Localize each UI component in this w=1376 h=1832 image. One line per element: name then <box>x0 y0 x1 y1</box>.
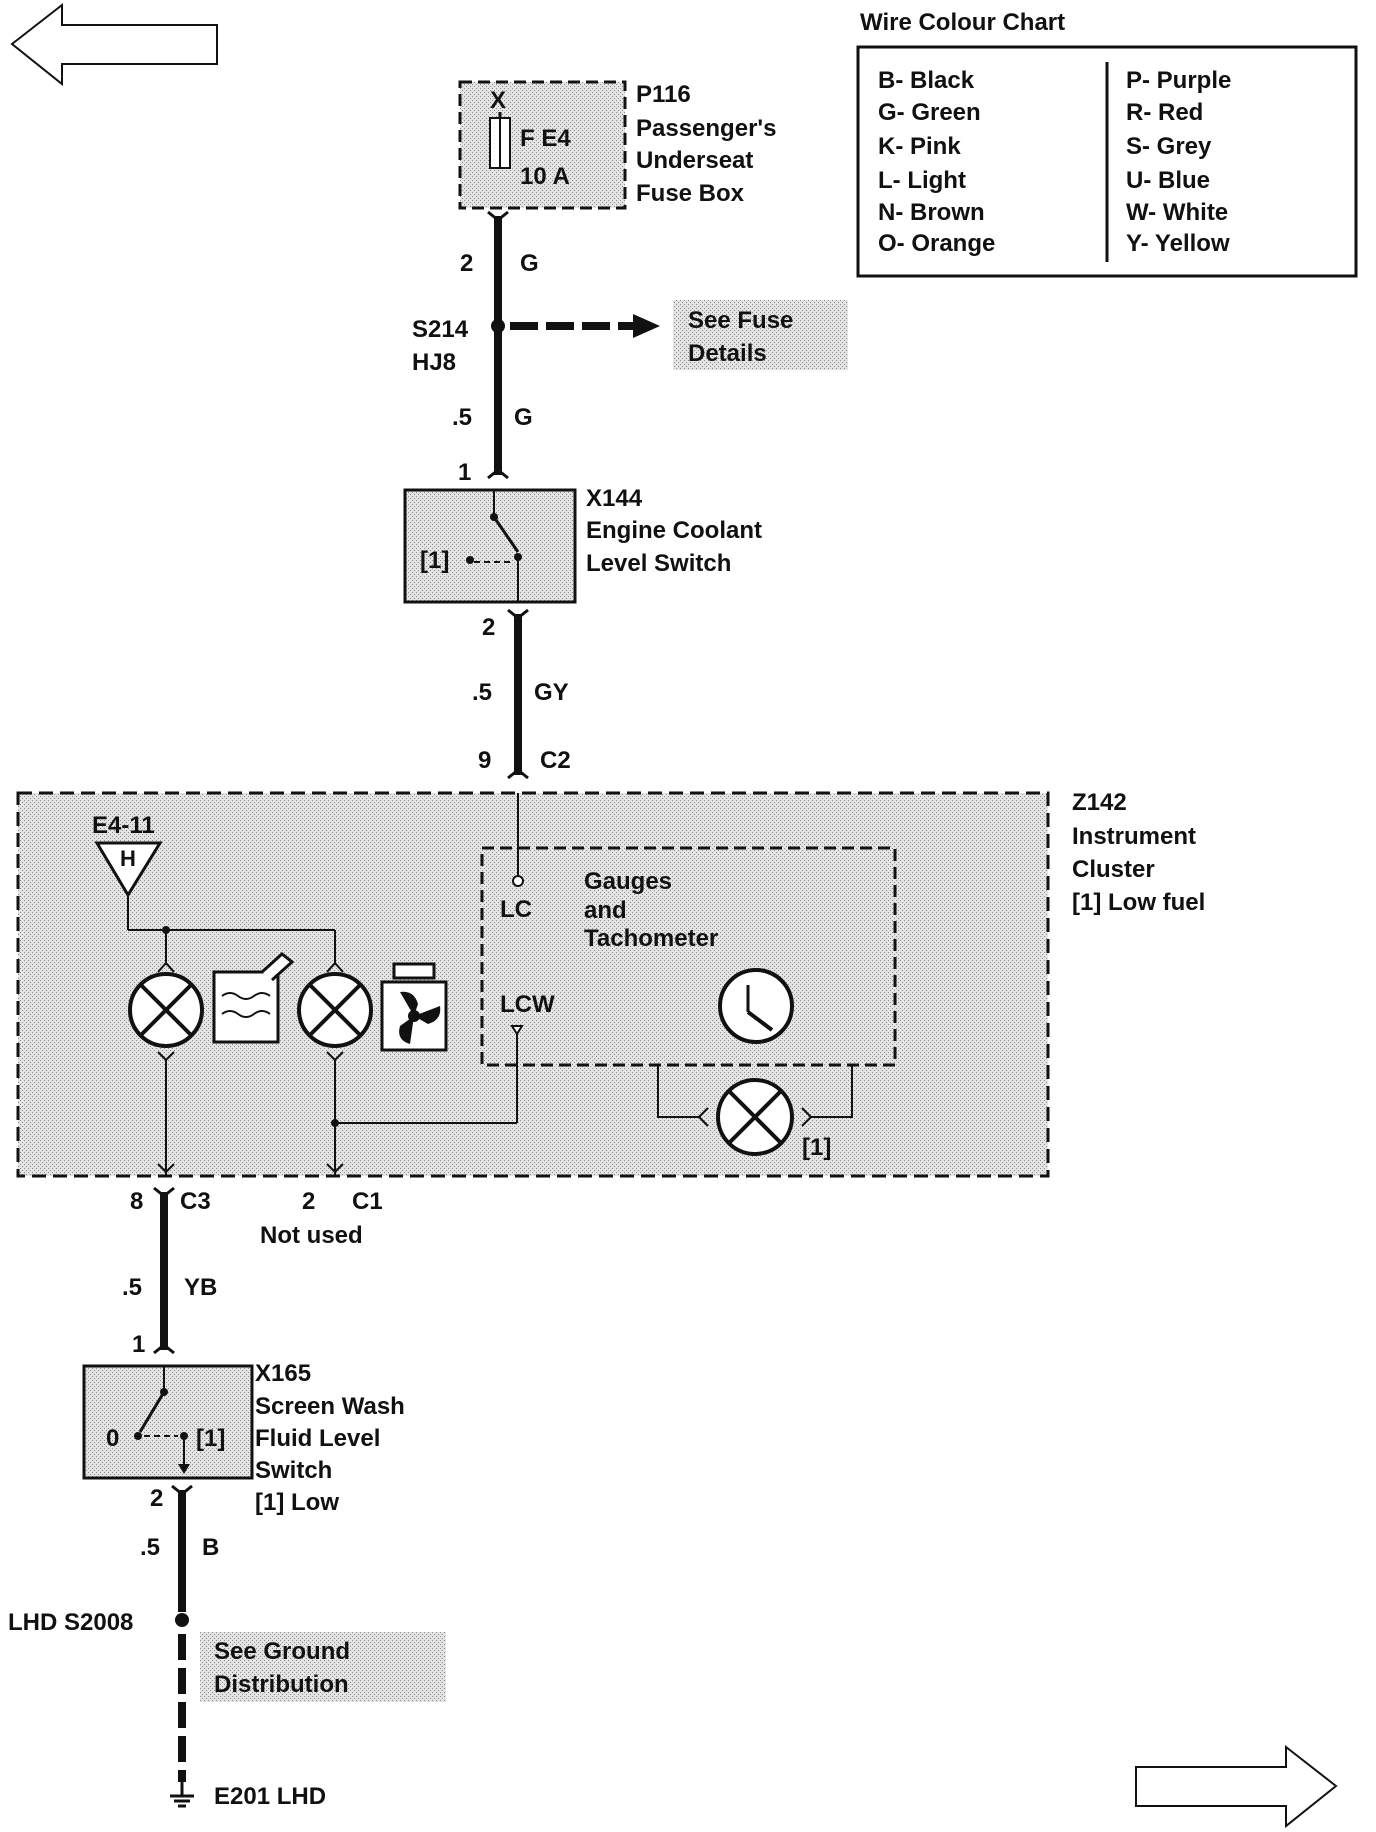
ground-label: E201 LHD <box>214 1783 326 1810</box>
x165-label-line: Fluid Level <box>255 1425 380 1452</box>
colour-left-item: G- Green <box>878 99 981 126</box>
x165-label-line: X165 <box>255 1360 311 1387</box>
lcw-terminal-label: LCW <box>500 991 555 1018</box>
colour-right-item: R- Red <box>1126 99 1203 126</box>
connector-pin-label: 2 <box>302 1188 315 1215</box>
x165-label-line: [1] Low <box>255 1489 339 1516</box>
see-fuse-details-box <box>673 300 848 370</box>
colour-right-item: W- White <box>1126 199 1228 226</box>
connector-label: C2 <box>540 747 571 774</box>
gauges-subbox <box>480 846 897 1067</box>
splice-s2008-dot <box>175 1613 189 1627</box>
splice-s214-code: HJ8 <box>412 349 456 376</box>
wire-colour-label: B <box>202 1534 219 1561</box>
power-supply-triangle <box>94 841 163 898</box>
wire-size-label: .5 <box>140 1534 160 1561</box>
colour-chart-title: Wire Colour Chart <box>860 9 1065 36</box>
warning-lamp-icon <box>128 961 204 1062</box>
colour-right-item: P- Purple <box>1126 67 1231 94</box>
connector-label: C3 <box>180 1188 211 1215</box>
wire-pin-label: 2 <box>150 1485 163 1512</box>
splice-s214-id: S214 <box>412 316 469 343</box>
instrument-cluster-z142: Z142 Instrument Cluster [1] Low fuel E4-… <box>16 789 1205 1178</box>
splice-s214-dot <box>491 319 505 333</box>
x165-position-1: [1] <box>196 1425 225 1452</box>
wire-pin-label: 1 <box>458 459 471 486</box>
wire-colour-label: G <box>514 404 533 431</box>
gauges-label-line: Gauges <box>584 868 672 895</box>
connector-c3-c1: 8 C3 2 C1 Not used <box>130 1188 383 1249</box>
triangle-label: H <box>120 846 136 871</box>
z142-label-line: Cluster <box>1072 856 1155 883</box>
low-fuel-lamp-icon <box>697 1078 813 1156</box>
colour-left-item: N- Brown <box>878 199 985 226</box>
z142-label-line: Instrument <box>1072 823 1196 850</box>
switch-x144: [1] X144 Engine Coolant Level Switch <box>403 485 762 604</box>
colour-left-item: O- Orange <box>878 230 995 257</box>
x144-label-line: Level Switch <box>586 550 731 577</box>
wire-colour-label: GY <box>534 679 569 706</box>
cluster-ref-label: E4-11 <box>92 812 155 839</box>
see-ground-distribution-box <box>200 1632 446 1702</box>
wire-pin-label: 2 <box>460 250 473 277</box>
connector-label: C1 <box>352 1188 383 1215</box>
low-fuel-label: [1] <box>802 1134 831 1161</box>
wire-p116-x144: 2 G S214 HJ8 See Fuse Details .5 G 1 <box>412 210 848 486</box>
wire-cluster-x165: .5 YB 1 <box>122 1186 217 1358</box>
p116-label-line: P116 <box>636 81 691 108</box>
wire-colour-label: G <box>520 250 539 277</box>
see-ground-line: Distribution <box>214 1671 349 1698</box>
connector-pin-label: 9 <box>478 747 491 774</box>
ground-icon <box>170 1782 194 1808</box>
wire-x144-cluster: 2 .5 GY 9 C2 <box>472 608 571 780</box>
x165-label-line: Screen Wash <box>255 1393 405 1420</box>
x144-label-line: Engine Coolant <box>586 517 762 544</box>
arrow-right-icon[interactable] <box>1135 1744 1338 1829</box>
coolant-radiator-icon <box>380 962 448 1052</box>
x165-label-line: Switch <box>255 1457 332 1484</box>
colour-right-item: U- Blue <box>1126 167 1210 194</box>
connector-pin-label: 8 <box>130 1188 143 1215</box>
see-fuse-details-line: See Fuse <box>688 307 793 334</box>
lc-terminal-label: LC <box>500 896 532 923</box>
p116-label-line: Passenger's <box>636 115 776 142</box>
arrow-left-icon[interactable] <box>10 2 218 87</box>
gauges-label-line: Tachometer <box>584 925 718 952</box>
x144-label-line: X144 <box>586 485 643 512</box>
colour-left-item: L- Light <box>878 167 966 194</box>
fuse-terminal-label: X <box>490 87 506 114</box>
wire-size-label: .5 <box>452 404 472 431</box>
x144-contact-label: [1] <box>420 547 449 574</box>
z142-label-line: [1] Low fuel <box>1072 889 1205 916</box>
colour-left-item: B- Black <box>878 67 975 94</box>
colour-right-item: S- Grey <box>1126 133 1212 160</box>
wire-pin-label: 2 <box>482 614 495 641</box>
z142-label-line: Z142 <box>1072 789 1127 816</box>
wire-x165-ground: 2 .5 B LHD S2008 See Ground Distribution… <box>8 1484 446 1810</box>
colour-right-item: Y- Yellow <box>1126 230 1230 257</box>
gauge-icon <box>718 968 794 1044</box>
p116-label-line: Fuse Box <box>636 180 745 207</box>
wire-colour-chart: Wire Colour Chart B- Black G- Green K- P… <box>856 9 1358 278</box>
gauges-label-line: and <box>584 897 627 924</box>
x165-position-0: 0 <box>106 1425 119 1452</box>
fuse-id: F E4 <box>520 125 571 152</box>
warning-lamp-icon <box>297 961 373 1062</box>
p116-label-line: Underseat <box>636 147 753 174</box>
washer-fluid-icon <box>212 952 295 1044</box>
wire-size-label: .5 <box>122 1274 142 1301</box>
see-ground-line: See Ground <box>214 1638 350 1665</box>
splice-s2008-label: LHD S2008 <box>8 1609 133 1636</box>
wire-colour-label: YB <box>184 1274 217 1301</box>
fuse-rating: 10 A <box>520 163 570 190</box>
fuse-box-p116: X F E4 10 A P116 Passenger's Underseat F… <box>458 80 776 210</box>
wire-size-label: .5 <box>472 679 492 706</box>
wire-pin-label: 1 <box>132 1331 145 1358</box>
colour-left-item: K- Pink <box>878 133 961 160</box>
not-used-label: Not used <box>260 1222 363 1249</box>
see-fuse-details-line: Details <box>688 340 767 367</box>
switch-x165: 0 [1] X165 Screen Wash Fluid Level Switc… <box>82 1360 405 1516</box>
